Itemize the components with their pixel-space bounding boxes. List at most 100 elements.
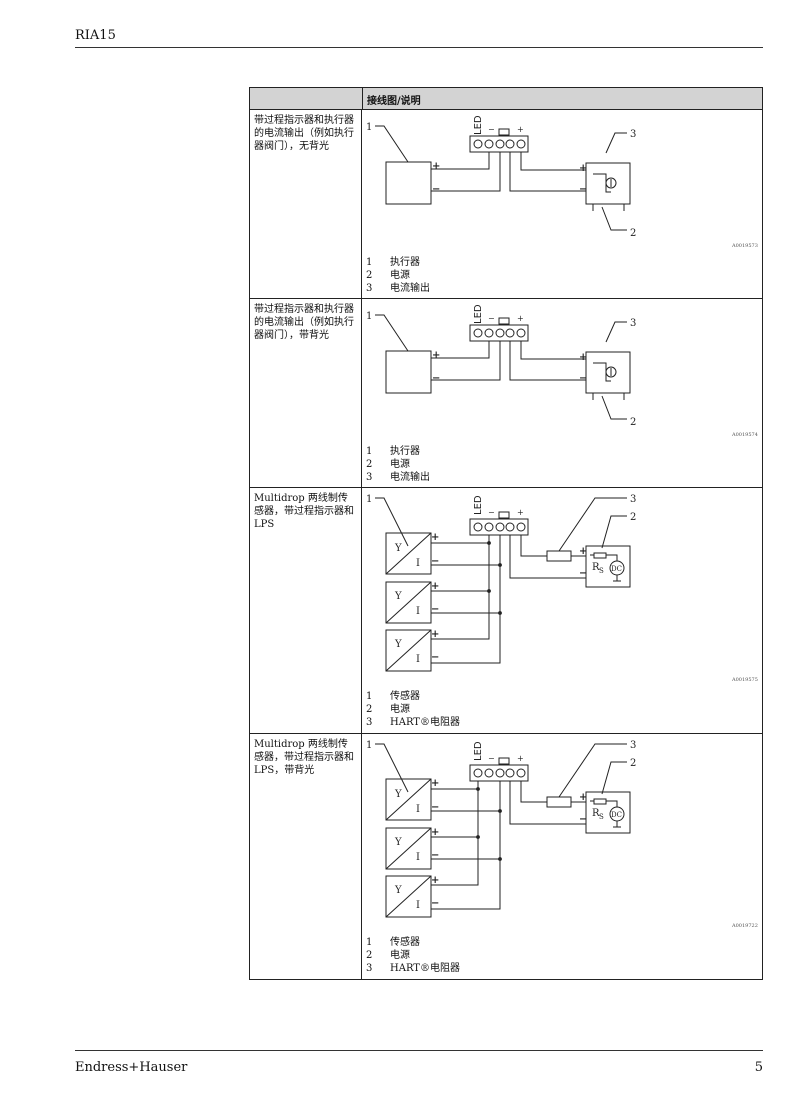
callout-1: 1 [366,740,372,751]
terminal-screw [505,139,515,149]
actuator-minus: − [432,184,440,195]
callout-3: 3 [630,318,636,329]
svg-text:+: + [431,532,439,543]
svg-text:−: − [431,652,439,663]
callout-2: 2 [630,512,636,523]
svg-text:Y: Y [394,639,402,650]
actuator-plus: + [432,350,440,361]
terminal-plus: + [517,508,524,517]
terminal-screw [484,768,494,778]
svg-text:+: + [431,827,439,838]
wiring-cell: LED − + Y I + − [362,488,762,733]
svg-text:S: S [599,813,604,821]
rs-resistor [593,798,607,805]
svg-text:Y: Y [394,837,402,848]
svg-text:Y: Y [394,885,402,896]
row-description: 带过程指示器和执行器的电流输出（例如执行器阀门），无背光 [250,110,362,298]
terminal-tab [498,511,510,519]
led-label: LED [473,741,484,761]
rs-resistor [593,552,607,559]
table-row: 带过程指示器和执行器的电流输出（例如执行器阀门），无背光 LED − + + − [250,110,762,299]
callout-2: 2 [630,417,636,428]
footer-page-number: 5 [754,1060,763,1075]
terminal-tab [498,128,510,136]
sensor-3: Y I + − [385,629,439,672]
wiring-diagram: LED − + + − + − [366,304,758,438]
svg-text:I: I [416,606,420,617]
wiring-cell: LED − + Y I + − [362,734,762,979]
rs-label: R [592,808,600,819]
svg-text:I: I [416,654,420,665]
output-box [585,162,631,205]
row-description: 带过程指示器和执行器的电流输出（例如执行器阀门），带背光 [250,299,362,487]
led-label: LED [473,495,484,515]
output-plus: + [579,163,587,174]
svg-text:I: I [416,558,420,569]
callout-1: 1 [366,494,372,505]
svg-text:I: I [416,804,420,815]
terminal-plus: + [517,314,524,323]
sensor-1: Y I + − [385,778,439,821]
svg-text:−: − [431,850,439,861]
terminal-screw [516,768,526,778]
svg-text:Y: Y [394,789,402,800]
svg-text:−: − [431,802,439,813]
table-header: 接线图/说明 [250,88,762,110]
output-box [585,351,631,394]
svg-text:I: I [416,852,420,863]
rs-label: R [592,562,600,573]
wiring-diagram: LED − + Y I + − [366,740,758,929]
terminal-screw [473,328,483,338]
svg-text:DC: DC [611,565,622,573]
wiring-table: 接线图/说明 带过程指示器和执行器的电流输出（例如执行器阀门），无背光 LED … [249,87,763,980]
terminal-minus: − [488,754,495,763]
svg-text:Y: Y [394,591,402,602]
terminal-plus: + [517,754,524,763]
terminal-tab [498,317,510,325]
svg-text:I: I [416,900,420,911]
footer-rule [75,1050,763,1051]
terminal-screw [495,522,505,532]
sensor-1: Y I + − [385,532,439,575]
terminal-screw [495,139,505,149]
terminal-tab [498,757,510,765]
terminal-block [469,324,529,342]
table-row: 带过程指示器和执行器的电流输出（例如执行器阀门），带背光 LED − + + − [250,299,762,488]
svg-text:+: + [579,546,587,557]
callout-3: 3 [630,494,636,505]
svg-text:−: − [579,568,587,579]
table-row: Multidrop 两线制传感器，带过程指示器和 LPS，带背光 LED − +… [250,734,762,979]
header-rule [75,47,763,48]
svg-text:−: − [579,814,587,825]
wiring-cell: LED − + + − + − [362,110,762,298]
footer-company: Endress+Hauser [75,1060,188,1075]
row-description: Multidrop 两线制传感器，带过程指示器和 LPS [250,488,362,733]
lps-box [585,791,631,834]
actuator-box [385,350,432,394]
terminal-minus: − [488,125,495,134]
terminal-screw [484,522,494,532]
callout-1: 1 [366,311,372,322]
header-title: RIA15 [75,28,116,43]
svg-text:−: − [431,898,439,909]
figure-id: A0019574 [731,432,758,438]
svg-text:−: − [431,604,439,615]
terminal-screw [516,139,526,149]
terminal-minus: − [488,508,495,517]
row-description: Multidrop 两线制传感器，带过程指示器和 LPS，带背光 [250,734,362,979]
output-minus: − [579,373,587,384]
led-label: LED [473,115,484,135]
led-label: LED [473,304,484,324]
terminal-screw [484,139,494,149]
wiring-diagram: LED − + + − + − [366,115,758,249]
callout-1: 1 [366,122,372,133]
actuator-box [385,161,432,205]
terminal-screw [473,522,483,532]
terminal-screw [516,522,526,532]
